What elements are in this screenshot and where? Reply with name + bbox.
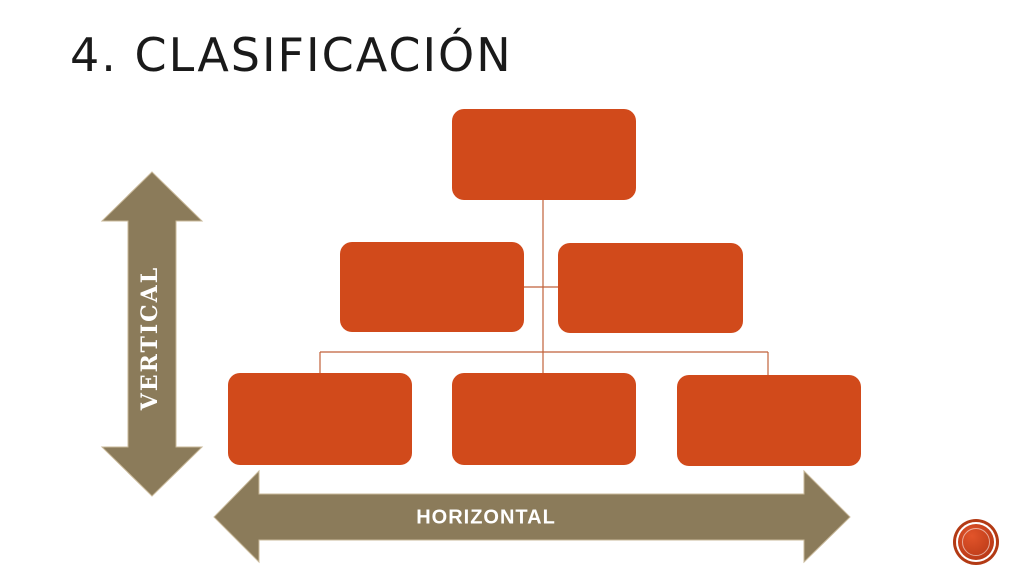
vertical-arrow-label: VERTICAL [137,265,163,411]
vertical-double-arrow [100,171,204,497]
org-box-level2-right[interactable] [558,243,743,333]
horizontal-arrow-label: HORIZONTAL [416,506,556,529]
org-box-top[interactable] [452,109,636,200]
org-box-level2-left[interactable] [340,242,524,332]
slide-title: 4. CLASIFICACIÓN [70,28,513,82]
button-ring [962,528,990,556]
org-box-level3-center[interactable] [452,373,636,465]
horizontal-double-arrow [213,469,851,564]
org-box-level3-left[interactable] [228,373,412,465]
org-box-level3-right[interactable] [677,375,861,466]
round-red-button-icon[interactable] [956,522,996,562]
